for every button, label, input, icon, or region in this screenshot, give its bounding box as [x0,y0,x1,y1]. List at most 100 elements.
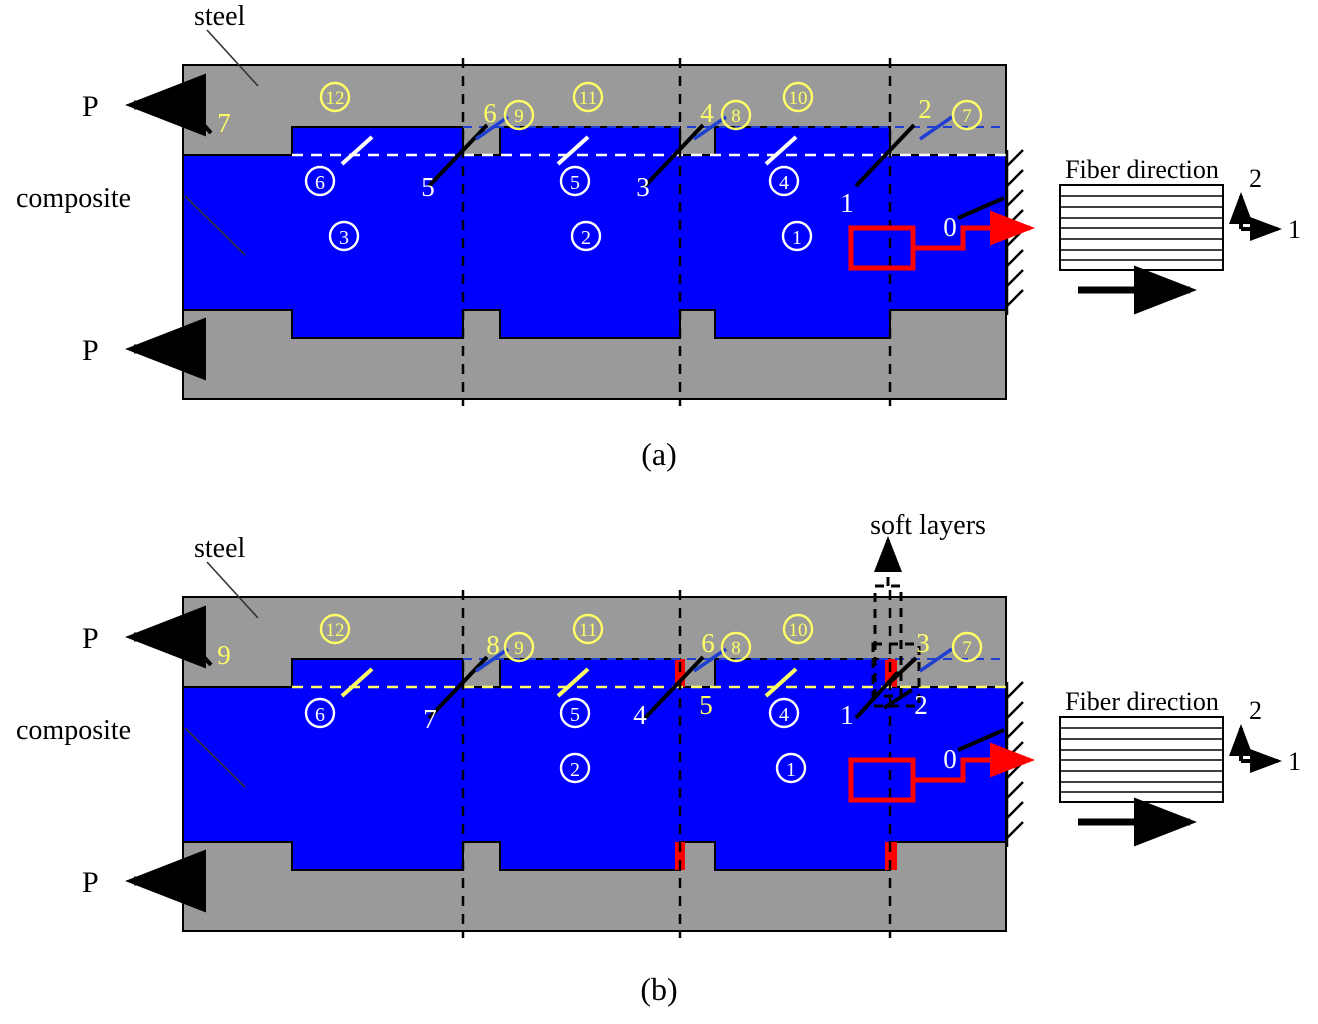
leader-7-a [186,105,213,135]
circled-12-b: 12 [326,620,345,641]
leader-c7-a [919,115,953,141]
circled-8-a: 8 [731,106,741,127]
leader-c4-b [764,667,798,698]
white-leaders-a [340,135,798,166]
circled-11-b: 11 [579,620,597,641]
circled-8-b: 8 [731,638,741,659]
fiber-lines-b [1060,727,1223,793]
fixed-support-hatch-a [1005,149,1024,315]
circled-composite-b [304,697,807,784]
load-label-bottom-b: P [82,866,99,899]
number-5-a: 5 [421,172,435,202]
leader-c6-a [340,135,374,166]
composite-label-b: composite [16,715,131,746]
panel-a: steel composite P P 7 6 4 2 5 3 1 0 12 1… [16,1,1301,472]
circled-10-a: 10 [789,88,808,109]
leader-c8-b [693,647,727,673]
number-1-b: 1 [840,700,854,730]
fiber-axis-label-1-a: 1 [1288,215,1301,244]
leader-c8-a [693,115,727,141]
circled-6-a: 6 [315,172,325,194]
yellow-leaders-b [340,667,798,698]
number-0-b: 0 [943,744,957,774]
leader-c4-a [764,135,798,166]
fiber-lines-a [1060,195,1223,261]
number-4-b: 4 [633,700,647,730]
leader-c9-b [475,647,509,673]
leader-c5-b [556,667,590,698]
circled-2-b: 2 [570,759,580,781]
number-1-a: 1 [840,188,854,218]
circled-4-a: 4 [779,172,789,194]
blue-leaders-b [475,647,953,673]
leader-7-b [427,655,489,720]
composite-leader-b [184,727,246,788]
panel-caption-a: (a) [641,436,677,472]
panel-b: steel composite P P soft layers 9 8 6 5 … [0,512,1318,1024]
leader-4-b [643,655,705,720]
leader-2-b [882,688,914,710]
number-0-a: 0 [943,212,957,242]
leader-c9-a [475,115,509,141]
steel-leader-a [206,29,259,87]
number-9-b: 9 [217,640,231,670]
circled-12-a: 12 [326,88,345,109]
circled-6-b: 6 [315,704,325,726]
circled-1-b: 1 [786,759,796,781]
number-6-b: 6 [701,628,715,658]
material-leaders-b [184,561,259,788]
load-arrows-a [125,73,206,381]
number-8-b: 8 [486,630,500,660]
load-arrows-b [125,605,206,913]
number-2-a: 2 [918,94,932,124]
leader-5-a [427,123,489,188]
red-callout-path-b [913,742,1035,783]
fixed-support-hatch-b [1005,681,1024,847]
circled-10-b: 10 [789,620,808,641]
black-leaders-a [186,105,1005,220]
circled-5-b: 5 [570,704,580,726]
black-leaders-b [186,637,1005,752]
steel-leader-b [206,561,259,619]
leader-0-a [957,196,1005,220]
panel-caption-b: (b) [640,971,677,1007]
steel-label-a: steel [194,1,246,32]
number-3-b: 3 [916,628,930,658]
number-6-a: 6 [483,98,497,128]
circled-composite-a [304,165,813,252]
soft-layers-label-b: soft layers [870,512,986,541]
number-7-b: 7 [423,704,437,734]
material-leaders-a [184,29,259,256]
circled-11-a: 11 [579,88,597,109]
number-3-a: 3 [636,172,650,202]
circled-4-b: 4 [779,704,789,726]
section-lines-b [461,590,892,938]
fiber-axis-label-2-a: 2 [1249,164,1262,193]
specimen-a [182,64,1007,400]
circled-1-a: 1 [792,227,802,249]
fiber-direction-title-b: Fiber direction [1065,687,1219,716]
number-2-b: 2 [914,690,928,720]
fiber-axis-label-1-b: 1 [1288,747,1301,776]
leader-c6-b [340,667,374,698]
circled-steel-a [319,81,983,131]
leader-c5-a [556,135,590,166]
circled-7-a: 7 [962,106,972,127]
leader-c7-b [919,647,953,673]
fiber-inset-a [1059,184,1282,315]
number-4-a: 4 [700,98,714,128]
circled-7-b: 7 [962,638,972,659]
fiber-direction-title-a: Fiber direction [1065,155,1219,184]
red-callout-path-a [913,210,1035,251]
soft-layer-top-mid-b [675,659,685,687]
section-lines-a [461,58,892,406]
number-7-a: 7 [217,108,231,138]
steel-label-b: steel [194,533,246,564]
load-label-top-b: P [82,622,99,655]
fiber-axis-label-2-b: 2 [1249,696,1262,725]
leader-1-a [854,123,916,188]
load-label-top-a: P [82,90,99,123]
circled-5-a: 5 [570,172,580,194]
soft-layer-bottom-right-b [885,842,897,870]
soft-layer-bottom-mid-b [675,842,685,870]
